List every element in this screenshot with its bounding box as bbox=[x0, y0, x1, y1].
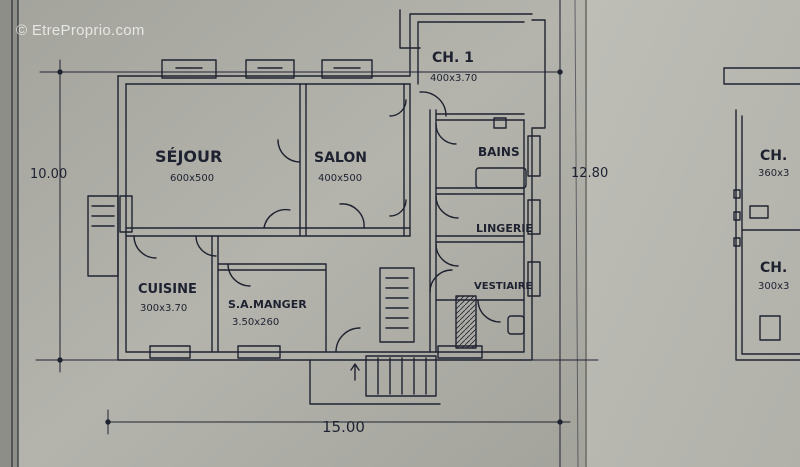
room-label-salle-a-manger: S.A.MANGER bbox=[228, 298, 307, 311]
dimension-lines bbox=[35, 0, 599, 467]
room-label-salon: SALON bbox=[314, 150, 367, 166]
room-dims-cuisine: 300x3.70 bbox=[140, 303, 187, 314]
room-label-bains: BAINS bbox=[478, 145, 520, 159]
dimension-labels: 15.00 10.00 12.80 bbox=[30, 166, 608, 436]
room-label-vestiaire: VESTIAIRE bbox=[474, 281, 532, 292]
right-room-dims-1: 360x3 bbox=[758, 168, 789, 179]
room-label-ch1: CH. 1 bbox=[432, 50, 474, 66]
right-sheet-labels: CH. 360x3 CH. 300x3 bbox=[758, 148, 789, 292]
right-room-dims-2: 300x3 bbox=[758, 281, 789, 292]
room-dims-salon: 400x500 bbox=[318, 173, 362, 184]
room-label-sejour: SÉJOUR bbox=[155, 147, 222, 166]
dim-depth-label: 10.00 bbox=[30, 167, 67, 182]
room-label-lingerie: LINGERIE bbox=[476, 222, 533, 235]
right-room-label-1: CH. bbox=[760, 148, 787, 164]
room-label-cuisine: CUISINE bbox=[138, 282, 197, 297]
right-room-label-2: CH. bbox=[760, 260, 787, 276]
right-sheet-plan bbox=[723, 67, 800, 361]
room-dims-sejour: 600x500 bbox=[170, 173, 214, 184]
watermark-text: © EtreProprio.com bbox=[16, 22, 145, 39]
room-dims-ch1: 400x3.70 bbox=[430, 73, 477, 84]
main-sheet bbox=[18, 0, 586, 467]
room-labels: SÉJOUR 600x500 SALON 400x500 CH. 1 400x3… bbox=[138, 50, 533, 328]
room-dims-salle-a-manger: 3.50x260 bbox=[232, 317, 279, 328]
right-sheet bbox=[586, 0, 800, 467]
dim-side-label: 12.80 bbox=[571, 166, 608, 181]
dim-width-label: 15.00 bbox=[322, 418, 365, 436]
